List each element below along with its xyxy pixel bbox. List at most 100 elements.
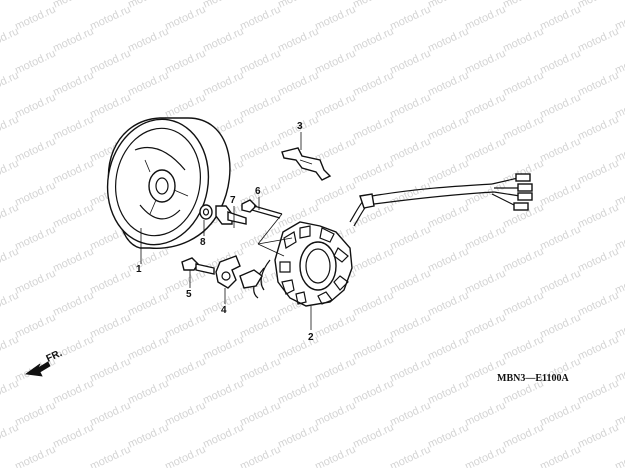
watermark-text: motod.ru bbox=[0, 157, 21, 186]
watermark-text: motod.ru bbox=[426, 69, 470, 98]
watermark-text: motod.ru bbox=[388, 443, 432, 468]
watermark-text: motod.ru bbox=[576, 421, 620, 450]
watermark-text: motod.ru bbox=[163, 355, 207, 384]
watermark-text: motod.ru bbox=[51, 157, 95, 186]
stator bbox=[274, 221, 353, 307]
watermark-text: motod.ru bbox=[88, 399, 132, 428]
watermark-text: motod.ru bbox=[276, 421, 320, 450]
watermark-text: motod.ru bbox=[238, 399, 282, 428]
watermark-text: motod.ru bbox=[613, 223, 625, 252]
watermark-text: motod.ru bbox=[88, 47, 132, 76]
watermark-text: motod.ru bbox=[426, 201, 470, 230]
watermark-text: motod.ru bbox=[463, 311, 507, 340]
callouts: 1 2 3 4 5 6 7 8 bbox=[136, 121, 314, 343]
watermark-text: motod.ru bbox=[13, 443, 57, 468]
watermark-text: motod.ru bbox=[388, 311, 432, 340]
watermark-text: motod.ru bbox=[613, 179, 625, 208]
watermark-text: motod.ru bbox=[351, 377, 395, 406]
watermark-text: motod.ru bbox=[613, 47, 625, 76]
watermark-text: motod.ru bbox=[388, 47, 432, 76]
watermark-text: motod.ru bbox=[388, 355, 432, 384]
watermark-text: motod.ru bbox=[501, 421, 545, 450]
watermark-text: motod.ru bbox=[351, 245, 395, 274]
washer bbox=[199, 204, 213, 220]
watermark-text: motod.ru bbox=[238, 311, 282, 340]
watermark-text: motod.ru bbox=[163, 47, 207, 76]
watermark-text: motod.ru bbox=[51, 421, 95, 450]
watermark-text: motod.ru bbox=[313, 443, 357, 468]
watermark-text: motod.ru bbox=[13, 3, 57, 32]
watermark-text: motod.ru bbox=[426, 25, 470, 54]
callout-5: 5 bbox=[186, 289, 192, 300]
watermark-text: motod.ru bbox=[351, 157, 395, 186]
callout-6: 6 bbox=[255, 186, 261, 197]
watermark-text: motod.ru bbox=[388, 91, 432, 120]
watermark-text: motod.ru bbox=[613, 135, 625, 164]
watermark-text: motod.ru bbox=[13, 135, 57, 164]
watermark-text: motod.ru bbox=[201, 25, 245, 54]
watermark-text: motod.ru bbox=[538, 311, 582, 340]
watermark-text: motod.ru bbox=[426, 113, 470, 142]
watermark-text: motod.ru bbox=[538, 179, 582, 208]
watermark-text: motod.ru bbox=[538, 3, 582, 32]
watermark-text: motod.ru bbox=[538, 223, 582, 252]
watermark-text: motod.ru bbox=[501, 25, 545, 54]
watermark-text: motod.ru bbox=[88, 267, 132, 296]
watermark-text: motod.ru bbox=[238, 47, 282, 76]
watermark-text: motod.ru bbox=[426, 333, 470, 362]
watermark-text: motod.ru bbox=[576, 245, 620, 274]
watermark-text: motod.ru bbox=[576, 333, 620, 362]
watermark-text: motod.ru bbox=[13, 267, 57, 296]
watermark-text: motod.ru bbox=[0, 377, 21, 406]
watermark-text: motod.ru bbox=[313, 179, 357, 208]
watermark-text: motod.ru bbox=[388, 223, 432, 252]
watermark-text: motod.ru bbox=[613, 311, 625, 340]
watermark-text: motod.ru bbox=[351, 113, 395, 142]
watermark-text: motod.ru bbox=[126, 289, 170, 318]
watermark-text: motod.ru bbox=[463, 399, 507, 428]
watermark-text: motod.ru bbox=[51, 69, 95, 98]
flywheel bbox=[106, 117, 231, 249]
watermark-text: motod.ru bbox=[538, 47, 582, 76]
watermark-text: motod.ru bbox=[13, 311, 57, 340]
watermark-text: motod.ru bbox=[0, 0, 21, 11]
watermark-text: motod.ru bbox=[538, 443, 582, 468]
watermark-text: motod.ru bbox=[388, 267, 432, 296]
watermark-text: motod.ru bbox=[388, 179, 432, 208]
bolt-6 bbox=[241, 199, 283, 219]
watermark-text: motod.ru bbox=[238, 223, 282, 252]
watermark-text: motod.ru bbox=[13, 223, 57, 252]
watermark-text: motod.ru bbox=[276, 69, 320, 98]
watermark-text: motod.ru bbox=[126, 377, 170, 406]
watermark-text: motod.ru bbox=[0, 201, 21, 230]
watermark-text: motod.ru bbox=[13, 47, 57, 76]
watermark-text: motod.ru bbox=[538, 399, 582, 428]
watermark-text: motod.ru bbox=[351, 25, 395, 54]
watermark-text: motod.ru bbox=[201, 421, 245, 450]
watermark-text: motod.ru bbox=[426, 245, 470, 274]
watermark-text: motod.ru bbox=[351, 69, 395, 98]
bolt-7 bbox=[215, 205, 247, 225]
watermark-text: motod.ru bbox=[613, 91, 625, 120]
callout-8: 8 bbox=[200, 237, 206, 248]
watermark-text: motod.ru bbox=[163, 399, 207, 428]
watermark-text: motod.ru bbox=[163, 311, 207, 340]
watermark-text: motod.ru bbox=[613, 267, 625, 296]
watermark-text: motod.ru bbox=[613, 3, 625, 32]
watermark-text: motod.ru bbox=[351, 289, 395, 318]
watermark-text: motod.ru bbox=[501, 0, 545, 11]
front-arrow-icon bbox=[24, 361, 51, 377]
watermark-text: motod.ru bbox=[0, 245, 21, 274]
bolt-5 bbox=[181, 257, 215, 275]
watermark-text: motod.ru bbox=[501, 113, 545, 142]
watermark-text: motod.ru bbox=[163, 3, 207, 32]
watermark-text: motod.ru bbox=[463, 91, 507, 120]
callout-1: 1 bbox=[136, 264, 142, 275]
watermark-text: motod.ru bbox=[88, 355, 132, 384]
watermark-text: motod.ru bbox=[276, 0, 320, 11]
callout-2: 2 bbox=[308, 332, 314, 343]
watermark-text: motod.ru bbox=[463, 135, 507, 164]
watermark-text: motod.ru bbox=[0, 421, 21, 450]
watermark-text: motod.ru bbox=[501, 333, 545, 362]
watermark-text: motod.ru bbox=[238, 3, 282, 32]
